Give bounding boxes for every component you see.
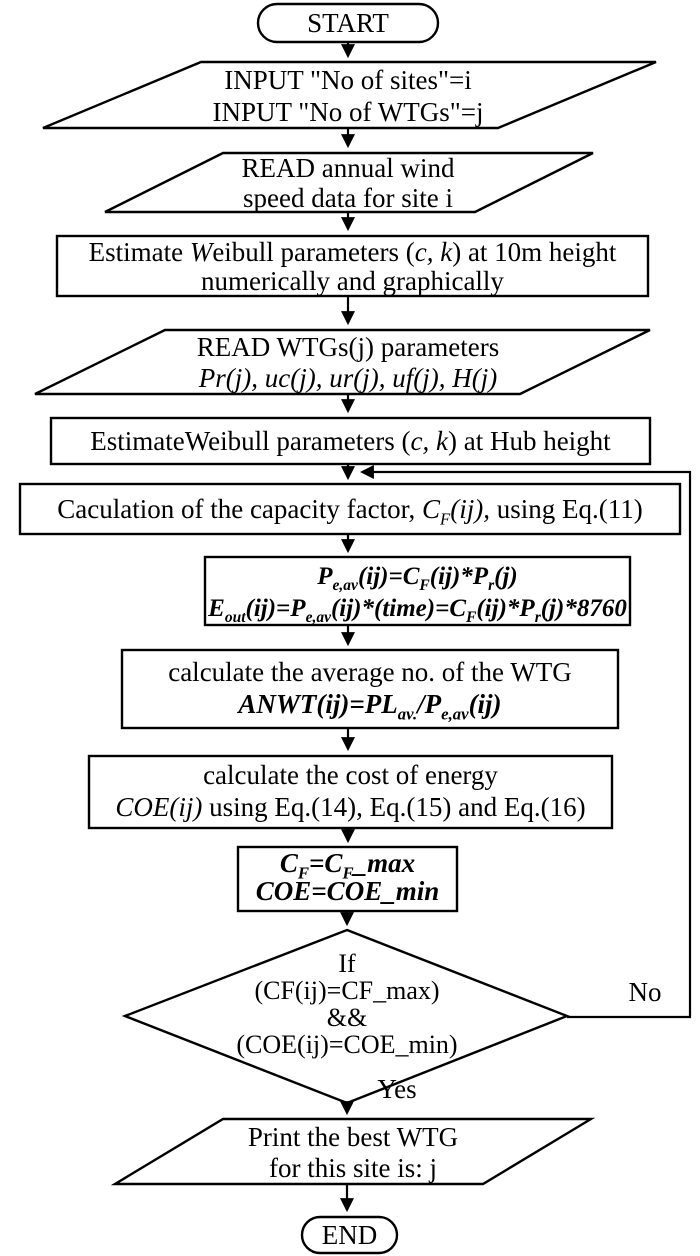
capacity-factor-line-1: Caculation of the capacity factor, CF(ij… — [57, 494, 643, 529]
capacity-factor-node-text: Caculation of the capacity factor, CF(ij… — [20, 494, 680, 529]
input-node-text: INPUT "No of sites"=i INPUT "No of WTGs"… — [98, 64, 598, 128]
capacity-factor-rect — [18, 482, 682, 536]
decision-line-3: && — [326, 1003, 368, 1032]
cost-of-energy-rect — [87, 754, 614, 830]
optimum-line-1: CF=CF_max — [279, 848, 416, 883]
end-label: END — [321, 1220, 378, 1250]
input-parallelogram — [42, 60, 657, 130]
no-feedback-loop-line — [359, 465, 692, 1019]
weibull-10m-line-2: numerically and graphically — [201, 266, 504, 296]
read-wind-line-2: speed data for site i — [243, 183, 453, 213]
decision-line-4: (COE(ij)=COE_min) — [236, 1030, 458, 1059]
coe-line-1: calculate the cost of energy — [203, 760, 498, 790]
avg-wtg-line-2: ANWT(ij)=PLav./Pe,av(ij) — [238, 689, 502, 724]
coe-line-2: COE(ij) using Eq.(14), Eq.(15) and Eq.(1… — [115, 792, 586, 822]
estimate-weibull-hub-rect — [49, 416, 652, 466]
read-wtg-node-text: READ WTGs(j) parameters Pr(j), uc(j), ur… — [98, 332, 598, 394]
input-line-2: INPUT "No of WTGs"=j — [212, 97, 484, 127]
no-branch-label: No — [628, 977, 662, 1007]
avg-wtg-number-rect — [120, 648, 620, 730]
weibull-10m-line-1: Estimate Weibull parameters (c, k) at 10… — [88, 237, 617, 267]
decision-line-2: (CF(ij)=CF_max) — [254, 976, 440, 1005]
weibull-10m-node-text: Estimate Weibull parameters (c, k) at 10… — [57, 238, 648, 296]
decision-line-1: If — [338, 949, 356, 978]
input-line-1: INPUT "No of sites"=i — [224, 65, 472, 95]
avg-wtg-line-1: calculate the average no. of the WTG — [168, 657, 572, 687]
print-node-text: Print the best WTG for this site is: j — [103, 1122, 603, 1184]
power-energy-node-text: Pe,av(ij)=CF(ij)*Pr(j) Eout(ij)=Pe,av(ij… — [205, 561, 630, 625]
optimum-line-2: COE=COE_min — [255, 876, 440, 906]
end-terminator — [300, 1215, 399, 1255]
power-energy-line-1: Pe,av(ij)=CF(ij)*Pr(j) — [317, 563, 518, 594]
read-wind-node-text: READ annual wind speed data for site i — [98, 153, 598, 213]
read-wind-line-1: READ annual wind — [241, 153, 455, 183]
print-parallelogram — [110, 1117, 596, 1186]
print-line-1: Print the best WTG — [247, 1122, 459, 1152]
start-label: START — [307, 8, 389, 38]
power-energy-rect — [203, 555, 632, 627]
print-line-2: for this site is: j — [269, 1153, 437, 1183]
power-energy-line-2: Eout(ij)=Pe,av(ij)*(time)=CF(ij)*Pr(j)*8… — [208, 595, 627, 626]
coe-node-text: calculate the cost of energy COE(ij) usi… — [89, 759, 612, 823]
read-wind-parallelogram — [104, 151, 594, 214]
optimum-node-text: CF=CF_max COE=COE_min — [238, 849, 457, 905]
weibull-hub-node-text: EstimateWeibull parameters (c, k) at Hub… — [51, 426, 650, 456]
read-wtg-line-1: READ WTGs(j) parameters — [196, 332, 500, 362]
read-wtg-parallelogram — [34, 328, 651, 396]
read-wtg-line-2: Pr(j), uc(j), ur(j), uf(j), H(j) — [198, 363, 498, 393]
decision-node-text: If (CF(ij)=CF_max) && (COE(ij)=COE_min) — [147, 950, 547, 1058]
estimate-weibull-10m-rect — [55, 234, 650, 298]
avg-wtg-node-text: calculate the average no. of the WTG ANW… — [122, 656, 618, 724]
weibull-hub-line-1: EstimateWeibull parameters (c, k) at Hub… — [90, 426, 611, 456]
yes-branch-label: Yes — [377, 1074, 417, 1104]
